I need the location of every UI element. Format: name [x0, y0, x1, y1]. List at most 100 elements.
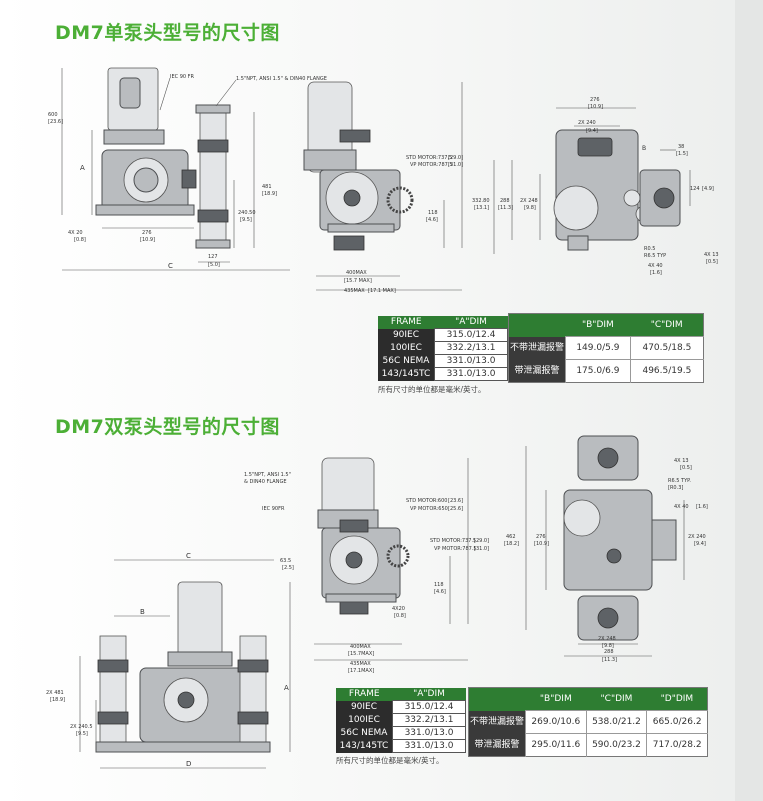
dim-2x248: 2X 248: [520, 198, 538, 204]
double-head-front-view: [317, 457, 410, 615]
dim-c: C: [168, 262, 173, 270]
dim-2x240b-in: [9.4]: [694, 541, 706, 547]
dim-276: 276: [142, 230, 152, 236]
dim-std-737-in: [29.0]: [474, 538, 489, 544]
dim-2x240-2: 2X 240.5: [70, 724, 93, 730]
dim-435max-in: [17.1 MAX]: [368, 288, 396, 294]
units-note-single: 所有尺寸的单位都是毫米/英寸。: [378, 385, 486, 394]
table-header: "C"DIM: [630, 313, 704, 337]
table-header: "A"DIM: [434, 316, 508, 329]
dim-vp-650-in: [25.6]: [448, 506, 463, 512]
dim-4x40-2-in: [1.6]: [696, 504, 708, 510]
table-row: 90IEC 315.0/12.4: [336, 700, 466, 714]
double-head-top-dims: 4X 13 [0.5] R6.5 TYP. [R0.3] 4X 40 [1.6]…: [504, 446, 708, 663]
dim-400max: 400MAX: [346, 270, 367, 276]
table-row: 90IEC 315.0/12.4: [378, 328, 508, 342]
table-row: 不带泄漏报警 149.0/5.9 470.5/18.5: [508, 336, 704, 360]
table-row: 带泄漏报警 295.0/11.6 590.0/23.2 717.0/28.2: [468, 733, 708, 757]
dim-118: 118: [428, 210, 438, 216]
table-row: 143/145TC 331.0/13.0: [378, 367, 508, 381]
dim-4x13-2-in: [0.5]: [680, 465, 692, 471]
dim-std-737: STD MOTOR:737.5: [430, 538, 476, 544]
dim-435max-2-in: [17.1MAX]: [348, 668, 374, 674]
dim-4x40-2: 4X 40: [674, 504, 689, 510]
dim-4x20-2: 4X20: [392, 606, 405, 612]
dim-38: 38: [678, 144, 684, 150]
dim-4x20-2-in: [0.8]: [394, 613, 406, 619]
dim-600: 600: [48, 112, 58, 118]
dim-std-600-in: [23.6]: [448, 498, 463, 504]
dim-240-in: [9.5]: [240, 217, 252, 223]
single-head-top-dims: 276 [10.9] 2X 240 [9.4] B 38 [1.5] 332.8…: [472, 97, 719, 276]
dim-2x481: 2X 481: [46, 690, 64, 696]
table-row: 不带泄漏报警 269.0/10.6 538.0/21.2 665.0/26.2: [468, 710, 708, 734]
dim-4x13-in: [0.5]: [706, 259, 718, 265]
dim-127-in: [5.0]: [208, 262, 220, 268]
dim-276b: 276: [590, 97, 600, 103]
dim-276-in: [10.9]: [140, 237, 155, 243]
dim-4x40-in: [1.6]: [650, 270, 662, 276]
section-title-double: DM7双泵头型号的尺寸图: [55, 416, 280, 438]
double-head-side-view: [95, 581, 271, 753]
dim-400max-in: [15.7 MAX]: [344, 278, 372, 284]
dim-4x13: 4X 13: [704, 252, 719, 258]
dim-127: 127: [208, 254, 218, 260]
dim-276-2: 276: [536, 534, 546, 540]
dim-vp-motor-in: [31.0]: [448, 162, 463, 168]
dim-462-in: [18.2]: [504, 541, 519, 547]
dim-276b-in: [10.9]: [588, 104, 603, 110]
bcd-dim-table-double: "B"DIM "C"DIM "D"DIM 不带泄漏报警 269.0/10.6 5…: [468, 687, 708, 757]
dim-124-in: [4.9]: [702, 186, 714, 192]
dim-vp-650: VP MOTOR:650: [410, 506, 448, 512]
table-row: 143/145TC 331.0/13.0: [336, 739, 466, 753]
units-note-double: 所有尺寸的单位都是毫米/英寸。: [336, 756, 444, 765]
dim-435max: 435MAX: [344, 288, 365, 294]
table-row: 56C NEMA 331.0/13.0: [336, 726, 466, 740]
dim-2x240-2-in: [9.5]: [76, 731, 88, 737]
dim-462: 462: [506, 534, 516, 540]
table-header: "C"DIM: [586, 687, 647, 711]
section-title-single: DM7单泵头型号的尺寸图: [55, 22, 280, 44]
dim-std-600: STD MOTOR:600: [406, 498, 447, 504]
dim-d: D: [186, 760, 191, 768]
double-head-front-dims: 1.5"NPT, ANSI 1.5" & DIN40 FLANGE IEC 90…: [244, 458, 489, 674]
dim-240: 240.50: [238, 210, 256, 216]
dim-2x248-in: [9.8]: [524, 205, 536, 211]
frame-a-dim-table-single: FRAME "A"DIM 90IEC 315.0/12.4 100IEC 332…: [378, 316, 508, 381]
single-head-top-view: [553, 129, 681, 251]
label-iec: IEC 90 FR: [170, 74, 195, 80]
dim-4x20-in: [0.8]: [74, 237, 86, 243]
label-flange-2b: & DIN40 FLANGE: [244, 479, 286, 485]
dim-std-motor: STD MOTOR:737.5: [406, 155, 452, 161]
dim-4x20: 4X 20: [68, 230, 83, 236]
right-edge-stripe: [735, 0, 763, 801]
dim-481-in: [18.9]: [262, 191, 277, 197]
dim-4x13-2: 4X 13: [674, 458, 689, 464]
dim-38-in: [1.5]: [676, 151, 688, 157]
dim-481: 481: [262, 184, 272, 190]
double-head-side-dims: C 63.5 [2.5] B 2X 481 [18.9] 2X 240.5 [9…: [46, 552, 294, 769]
dim-a-2: A: [284, 684, 289, 692]
dim-2x240: 2X 240: [578, 120, 596, 126]
table-header: "B"DIM: [525, 687, 587, 711]
label-flange-2: 1.5"NPT, ANSI 1.5": [244, 472, 291, 478]
dim-2x240b: 2X 240: [688, 534, 706, 540]
single-head-front-dims: STD MOTOR:737.5 [29.0] VP MOTOR:787.5 [3…: [316, 82, 463, 294]
table-header: FRAME: [378, 316, 435, 329]
label-r03: [R0.3]: [668, 485, 683, 491]
single-head-side-dims: 600 [23.6] A 4X 20 [0.8] 276 [10.9] 481 …: [48, 68, 327, 271]
table-header: "A"DIM: [392, 688, 466, 701]
label-r05: R0.5: [644, 246, 655, 252]
dim-63: 63.5: [280, 558, 291, 564]
dim-435max-2: 435MAX: [350, 661, 371, 667]
dim-2x248-2: 2X 248: [598, 636, 616, 642]
dim-600-in: [23.6]: [48, 119, 63, 125]
double-head-top-view: [563, 435, 677, 641]
dim-400max-2-in: [15.7MAX]: [348, 651, 374, 657]
label-r65-2: R6.5 TYP.: [668, 478, 691, 484]
table-row: 100IEC 332.2/13.1: [378, 341, 508, 355]
dim-b: B: [642, 145, 646, 152]
dim-63-in: [2.5]: [282, 565, 294, 571]
label-r65: R6.5 TYP: [644, 253, 666, 259]
dim-c-2: C: [186, 552, 191, 560]
